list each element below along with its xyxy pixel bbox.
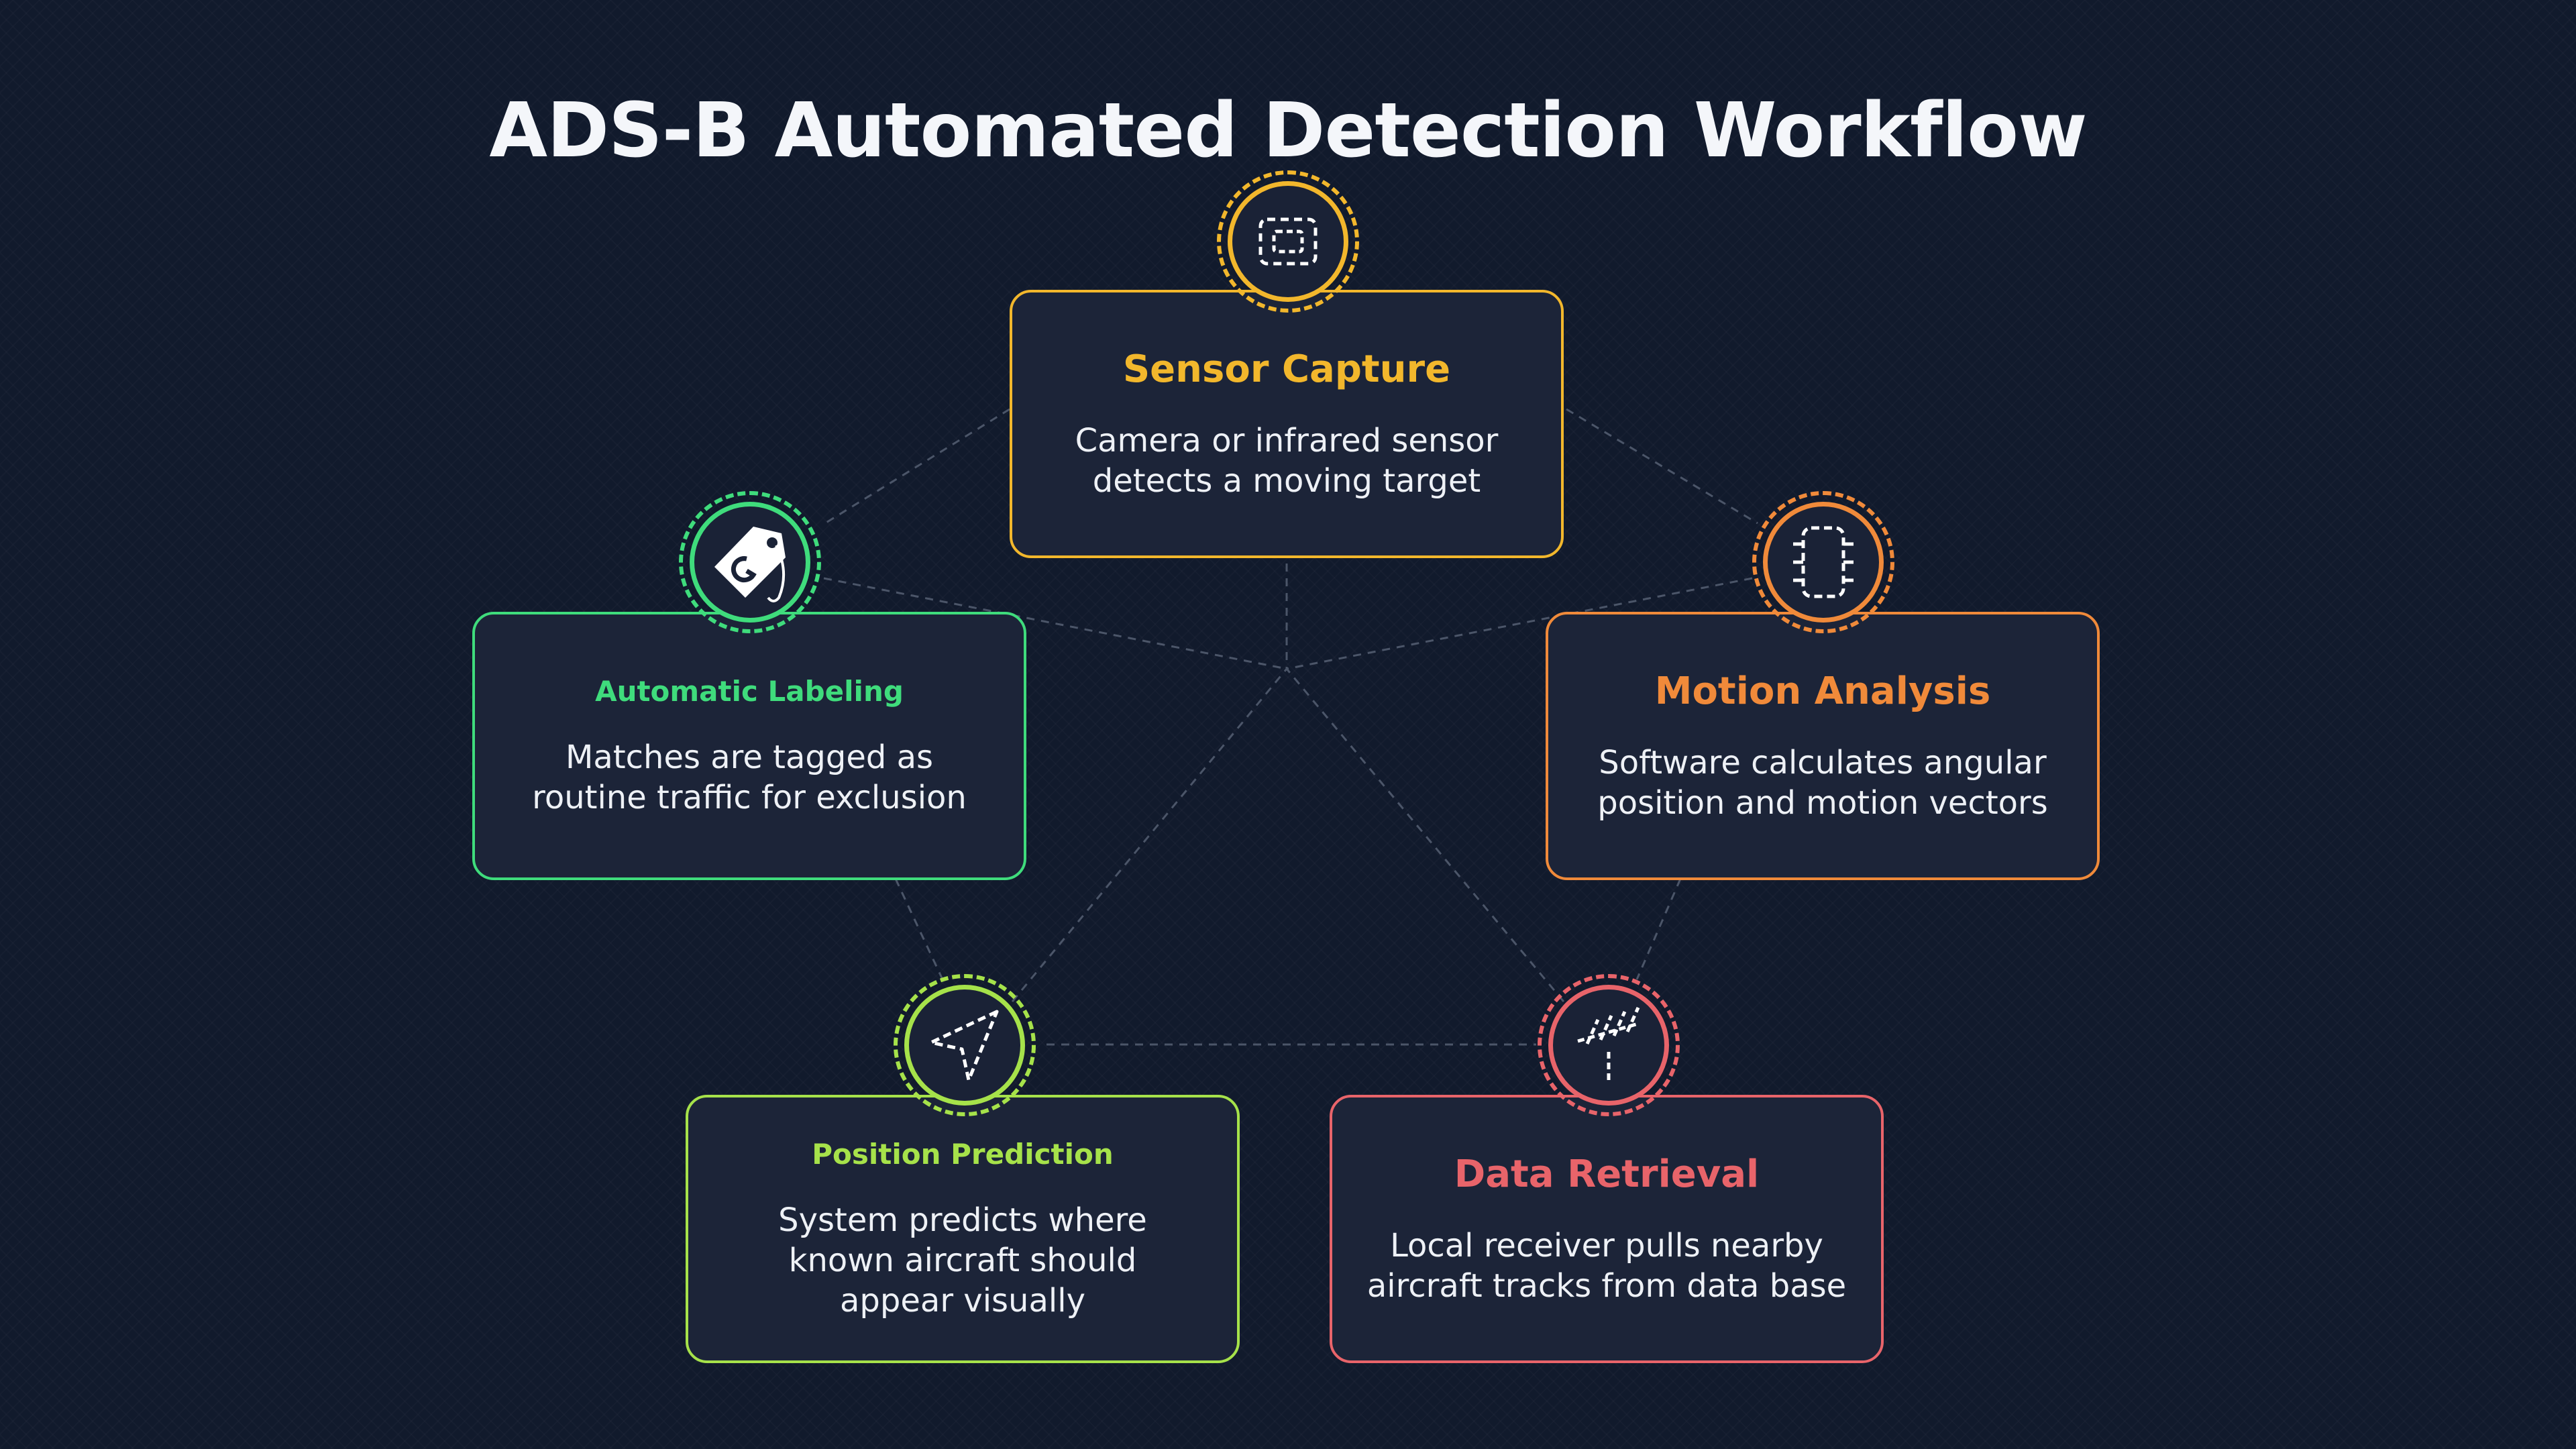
step-badge-motion-analysis xyxy=(1752,491,1894,633)
step-card-motion-analysis: Motion Analysis Software calculates angu… xyxy=(1546,612,2100,880)
step-card-automatic-labeling: Automatic Labeling Matches are tagged as… xyxy=(472,612,1026,880)
chip-icon xyxy=(1793,526,1854,598)
step-badge-data-retrieval xyxy=(1538,974,1680,1116)
step-card-position-prediction: Position Prediction System predicts wher… xyxy=(686,1095,1240,1363)
step-heading: Data Retrieval xyxy=(1454,1152,1760,1196)
tag-icon xyxy=(714,527,786,602)
step-badge-automatic-labeling xyxy=(679,491,821,633)
step-badge-sensor-capture xyxy=(1217,170,1359,313)
step-heading: Automatic Labeling xyxy=(595,674,904,708)
step-heading: Sensor Capture xyxy=(1122,347,1451,391)
diagram-title: ADS-B Automated Detection Workflow xyxy=(489,87,2087,174)
step-heading: Position Prediction xyxy=(812,1137,1114,1171)
step-description: System predicts where known aircraft sho… xyxy=(778,1201,1147,1320)
capture-frame-icon xyxy=(1258,217,1318,266)
step-description: Local receiver pulls nearby aircraft tra… xyxy=(1366,1226,1847,1305)
antenna-icon xyxy=(1577,1006,1640,1080)
step-heading: Motion Analysis xyxy=(1654,669,1991,713)
step-description: Matches are tagged as routine traffic fo… xyxy=(532,738,967,816)
navigation-arrow-icon xyxy=(929,1010,999,1082)
step-description: Camera or infrared sensor detects a movi… xyxy=(1075,421,1499,500)
step-card-data-retrieval: Data Retrieval Local receiver pulls near… xyxy=(1330,1095,1884,1363)
step-description: Software calculates angular position and… xyxy=(1597,743,2048,822)
step-badge-position-prediction xyxy=(894,974,1036,1116)
step-card-sensor-capture: Sensor Capture Camera or infrared sensor… xyxy=(1010,290,1564,558)
